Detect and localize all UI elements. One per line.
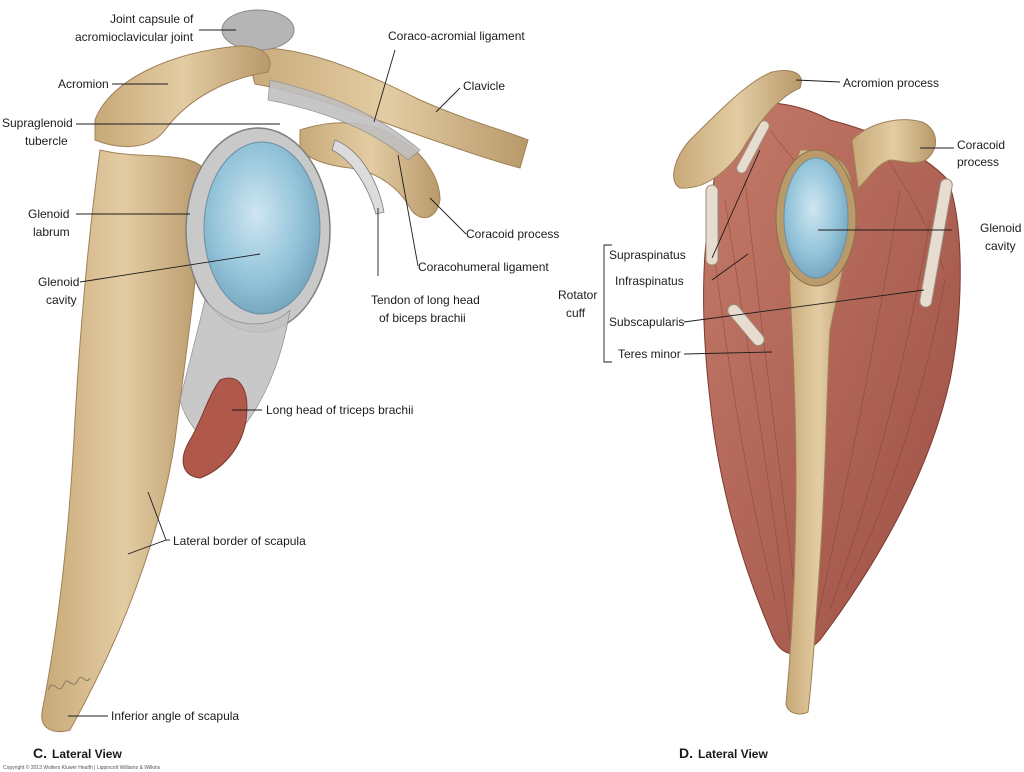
label-glenoid-d-line2: cavity xyxy=(985,239,1016,253)
supraspinatus-tendon xyxy=(736,120,770,174)
caption-c-letter: C. xyxy=(33,745,47,761)
label-inferior-angle: Inferior angle of scapula xyxy=(111,709,239,723)
caption-c-text: Lateral View xyxy=(52,747,122,761)
label-coraco-acromial-ligament: Coraco-acromial ligament xyxy=(388,29,525,43)
label-rotator-line2: cuff xyxy=(566,306,586,320)
label-subscapularis: Subscapularis xyxy=(609,315,684,329)
muscle-fiber xyxy=(844,279,946,591)
label-lateral-border: Lateral border of scapula xyxy=(173,534,306,548)
muscle-fiber xyxy=(814,189,901,631)
label-acromion: Acromion xyxy=(58,77,109,91)
label-glenoid-d-line1: Glenoid xyxy=(980,221,1021,235)
label-glenoid-labrum-line2: labrum xyxy=(33,225,70,239)
label-supraglenoid-line2: tubercle xyxy=(25,134,68,148)
acromion-bone xyxy=(94,45,271,148)
caption-d-letter: D. xyxy=(679,745,693,761)
label-supraspinatus: Supraspinatus xyxy=(609,248,686,262)
panel-d-labels: Acromion process Coracoid process Glenoi… xyxy=(558,76,1021,361)
label-coracohumeral-ligament: Coracohumeral ligament xyxy=(418,260,549,274)
label-joint-capsule-line2: acromioclavicular joint xyxy=(75,30,194,44)
label-acromion-process: Acromion process xyxy=(843,76,939,90)
artist-signature xyxy=(47,676,91,691)
infraspinatus-tendon xyxy=(705,184,719,266)
coracoid-process-bone xyxy=(851,119,937,189)
muscle-fiber xyxy=(714,259,776,601)
label-infraspinatus: Infraspinatus xyxy=(615,274,684,288)
label-glenoid-cavity-line2: cavity xyxy=(46,293,77,307)
panel-d-illustration xyxy=(673,70,961,715)
acromion-process-bone xyxy=(673,70,802,189)
panel-c-labels: Joint capsule of acromioclavicular joint… xyxy=(2,12,559,723)
glenoid-cavity-d-surface xyxy=(783,157,849,279)
panel-d-leaders xyxy=(603,79,954,363)
panel-c-leaders xyxy=(68,29,467,717)
label-triceps: Long head of triceps brachii xyxy=(266,403,413,417)
biceps-tendon xyxy=(331,139,385,215)
caption-d-text: Lateral View xyxy=(698,747,768,761)
glenoid-cavity xyxy=(203,141,321,315)
muscle-fiber xyxy=(744,179,801,631)
label-rotator-line1: Rotator xyxy=(558,288,597,302)
coraco-acromial-ligament xyxy=(267,79,421,161)
label-coracoid-process: Coracoid process xyxy=(466,227,559,241)
label-biceps-line1: Tendon of long head xyxy=(371,293,480,307)
label-joint-capsule-line1: Joint capsule of xyxy=(110,12,194,26)
label-clavicle: Clavicle xyxy=(463,79,505,93)
label-teres-minor: Teres minor xyxy=(618,347,681,361)
label-biceps-line2: of biceps brachii xyxy=(379,311,466,325)
copyright-notice: Copyright © 2013 Wolters Kluwer Health |… xyxy=(3,764,161,771)
captions: C. Lateral View D. Lateral View Copyrigh… xyxy=(3,745,768,771)
label-glenoid-cavity-line1: Glenoid xyxy=(38,275,79,289)
label-coracoid-line2: process xyxy=(957,155,999,169)
label-glenoid-labrum-line1: Glenoid xyxy=(28,207,69,221)
subscapularis-tendon xyxy=(919,178,953,308)
label-coracoid-line1: Coracoid xyxy=(957,138,1005,152)
muscle-fiber xyxy=(724,199,791,641)
triceps-long-head xyxy=(182,377,248,479)
label-supraglenoid-line1: Supraglenoid xyxy=(2,116,73,130)
muscle-fiber xyxy=(829,219,931,611)
panel-c-illustration xyxy=(41,9,529,733)
